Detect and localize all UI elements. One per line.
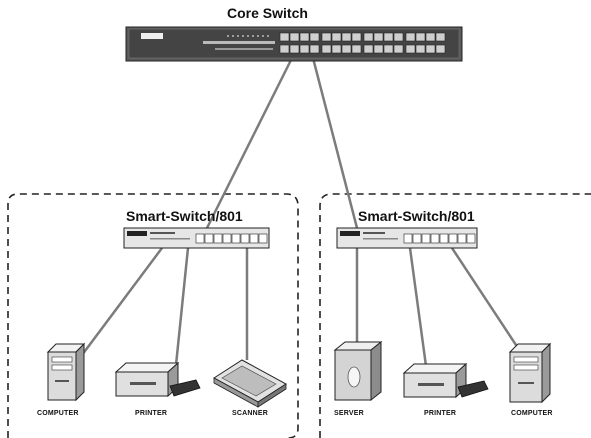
link-right-computer [450,247,520,349]
left-computer-icon [46,342,86,402]
left-computer-label: COMPUTER [37,410,79,417]
left-switch-title: Smart-Switch/801 [126,208,243,224]
link-left-printer [174,247,190,366]
right-computer-label: COMPUTER [511,410,553,417]
scanner-icon [213,359,287,408]
right-group-boundary [319,193,591,438]
left-printer-label: PRINTER [135,410,168,417]
server-icon [333,340,383,402]
scanner-label: SCANNER [232,410,269,417]
left-group-boundary [7,193,299,438]
core-switch-title: Core Switch [227,5,308,21]
link-core-right-switch [311,57,359,229]
link-left-computer [80,247,164,356]
link-core-left-switch [205,57,294,229]
core-switch-icon [125,26,463,62]
right-printer-icon [402,362,489,399]
right-smart-switch-icon [336,227,478,249]
server-label: SERVER [334,410,364,417]
left-printer-icon [114,361,201,398]
link-right-printer [408,247,428,367]
right-computer-icon [508,342,552,404]
right-printer-label: PRINTER [424,410,457,417]
right-switch-title: Smart-Switch/801 [358,208,475,224]
left-smart-switch-icon [123,227,270,249]
